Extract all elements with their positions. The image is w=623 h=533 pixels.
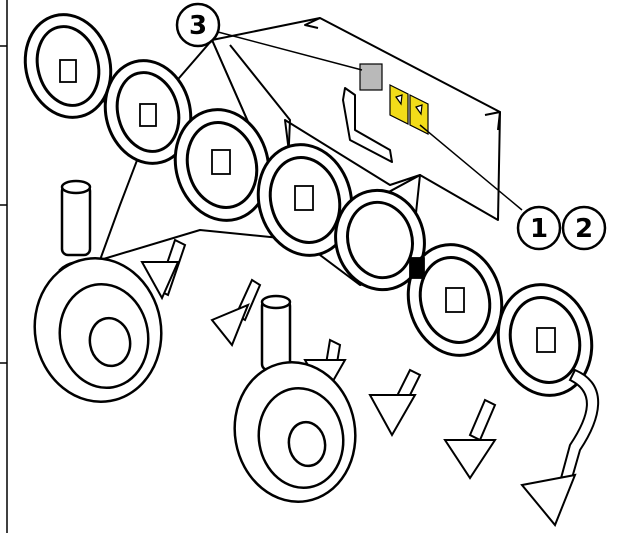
callout-label: 1 xyxy=(530,214,548,244)
callout-2: 2 xyxy=(561,205,607,251)
callout-3: 3 xyxy=(175,2,221,48)
page-margin-lines xyxy=(0,0,8,533)
decal-gray-3 xyxy=(359,63,383,91)
callout-label: 3 xyxy=(189,11,207,41)
decal-group xyxy=(359,63,429,135)
leader-lines xyxy=(217,31,523,211)
callout-label: 2 xyxy=(575,214,593,244)
caster-wheels xyxy=(33,179,357,503)
callout-1: 1 xyxy=(516,205,562,251)
hub-clamps xyxy=(59,59,556,353)
decal-warning-2 xyxy=(409,94,429,135)
decal-warning-1 xyxy=(389,84,409,125)
